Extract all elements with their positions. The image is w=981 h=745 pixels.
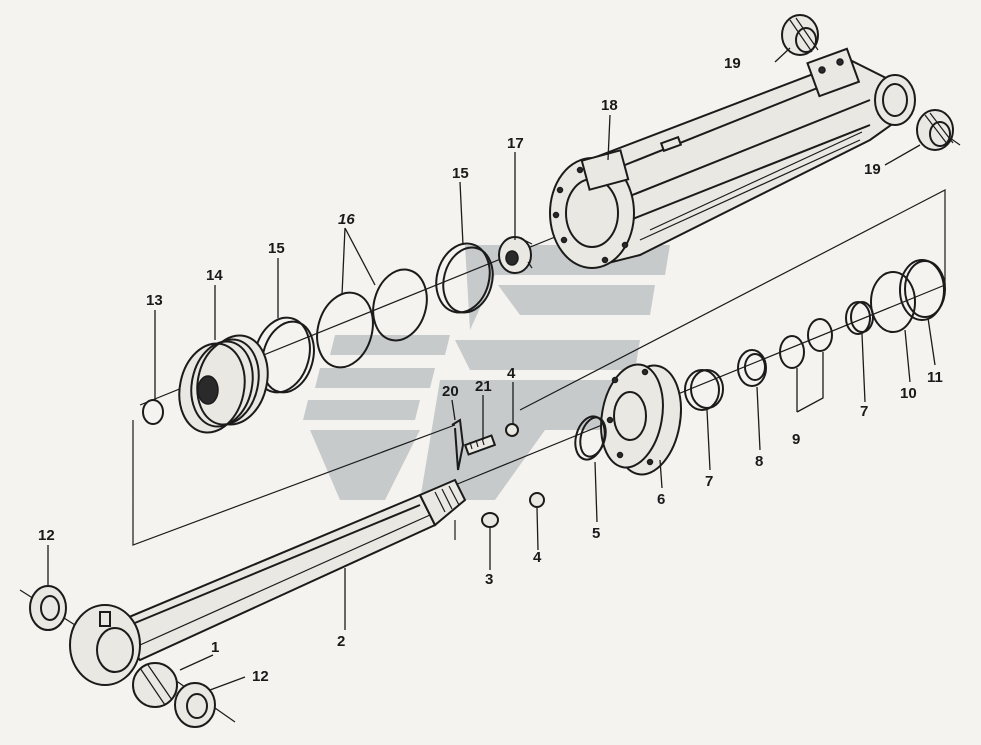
seal-10: [870, 271, 916, 333]
label-16: 16: [338, 211, 355, 228]
cotter-pin-20: [451, 418, 465, 471]
bearing-1: [132, 662, 178, 708]
label-7-right: 7: [860, 403, 868, 420]
nut-4-upper: [505, 423, 519, 437]
nipple-3: [481, 512, 499, 528]
o-ring-5: [574, 415, 607, 461]
seal-ring-16-left: [316, 291, 374, 369]
label-19-top: 19: [724, 55, 741, 72]
ring-9-right: [807, 318, 833, 352]
label-7-left: 7: [705, 473, 713, 490]
label-19-right: 19: [864, 161, 881, 178]
retaining-ring-13: [142, 399, 164, 425]
piston-rod: [69, 478, 467, 686]
bushing-7-left: [684, 369, 724, 411]
bolt-21: [463, 434, 497, 456]
castle-nut: [498, 236, 533, 274]
leader-lines: [47, 47, 936, 691]
bearing-12-left: [29, 585, 67, 631]
label-15-left: 15: [268, 240, 285, 257]
label-18: 18: [601, 97, 618, 114]
bushing-7-right: [845, 301, 874, 335]
seal-ring-16-right: [372, 268, 428, 342]
label-10: 10: [900, 385, 917, 402]
label-17: 17: [507, 135, 524, 152]
part-labels: 19 19 18 17 15 16 15 14 13 20 21 4 3 4 5…: [38, 55, 943, 685]
label-2: 2: [337, 633, 345, 650]
label-6: 6: [657, 491, 665, 508]
ring-9-left: [779, 335, 805, 369]
label-9: 9: [792, 431, 800, 448]
label-20: 20: [442, 383, 459, 400]
label-8: 8: [755, 453, 763, 470]
label-12-left: 12: [38, 527, 55, 544]
cylinder-body: [549, 47, 916, 269]
label-11: 11: [927, 369, 943, 386]
label-15-right: 15: [452, 165, 469, 182]
piston: [178, 334, 269, 434]
cylinder-head: [600, 363, 682, 476]
label-12-bottom: 12: [252, 668, 269, 685]
label-1: 1: [211, 639, 219, 656]
label-4-lower: 4: [533, 549, 542, 566]
label-13: 13: [146, 292, 163, 309]
piston-ring-15-right: [435, 242, 494, 314]
label-21: 21: [475, 378, 492, 395]
label-4-upper: 4: [507, 365, 516, 382]
ring-11: [899, 259, 946, 321]
label-5: 5: [592, 525, 600, 542]
bearing-12-bottom: [174, 682, 216, 728]
label-14: 14: [206, 267, 223, 284]
bearing-19-top: [781, 14, 819, 56]
label-3: 3: [485, 571, 493, 588]
bearing-19-right: [916, 109, 961, 151]
wiper-8: [737, 349, 767, 387]
nut-4-lower: [529, 492, 545, 508]
